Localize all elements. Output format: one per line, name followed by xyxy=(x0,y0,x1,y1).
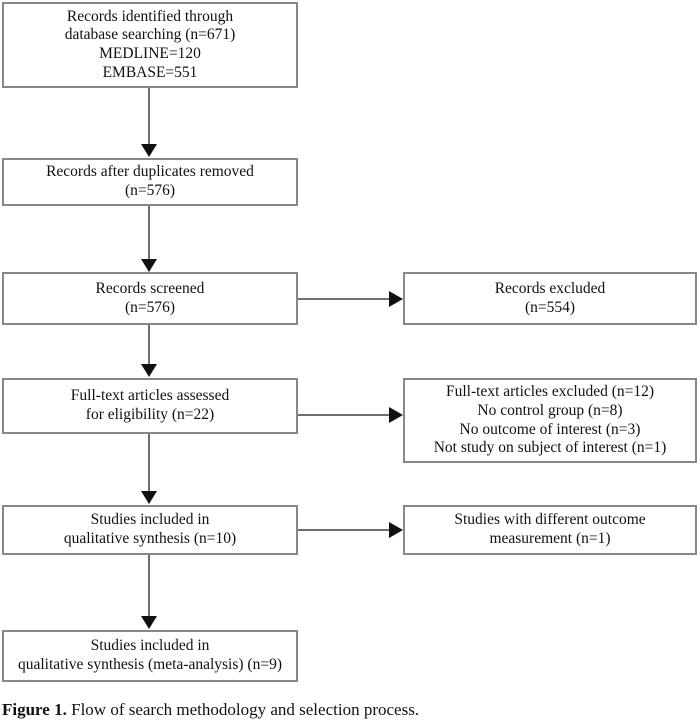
node-duplicates-line-1: Records after duplicates removed xyxy=(46,163,254,181)
connector-fulltext-to-qualitative xyxy=(148,434,150,492)
arrowhead-down-screened-to-fulltext xyxy=(141,364,157,377)
node-fulltext-articles-excluded: Full-text articles excluded (n=12) No co… xyxy=(403,378,697,463)
node-excluded-fulltext-line-1: Full-text articles excluded (n=12) xyxy=(445,383,655,401)
arrowhead-down-fulltext-to-qualitative xyxy=(141,491,157,504)
arrowhead-right-screened-to-excluded-records xyxy=(389,291,403,307)
node-fulltext-articles-assessed: Full-text articles assessed for eligibil… xyxy=(2,378,298,434)
node-metaanalysis-line-2: qualitative synthesis (meta-analysis) (n… xyxy=(18,656,282,673)
arrowhead-right-fulltext-to-excluded-fulltext xyxy=(389,407,403,423)
node-records-identified-line-1: Records identified through xyxy=(66,7,234,25)
connector-duplicates-to-screened xyxy=(148,206,150,260)
node-qualitative-line-1: Studies included in xyxy=(90,511,210,529)
node-excluded-fulltext-line-2: No control group (n=8) xyxy=(477,401,623,419)
connector-screened-to-excluded-records xyxy=(298,298,390,300)
node-excluded-fulltext-line-3: No outcome of interest (n=3) xyxy=(459,420,641,438)
node-metaanalysis-line-1: Studies included in xyxy=(90,637,210,655)
node-duplicates-line-2: (n=576) xyxy=(124,182,176,199)
arrowhead-down-identified-to-duplicates xyxy=(141,144,157,157)
node-studies-included-qualitative: Studies included in qualitative synthesi… xyxy=(2,505,298,555)
node-records-identified-line-2: database searching (n=671) xyxy=(64,26,236,44)
node-excluded-fulltext-line-4: Not study on subject of interest (n=1) xyxy=(433,439,667,457)
node-studies-included-meta-analysis: Studies included in qualitative synthesi… xyxy=(2,630,298,682)
connector-qualitative-to-metaanalysis xyxy=(148,555,150,617)
connector-qualitative-to-diff-outcome xyxy=(298,529,390,531)
node-screened-line-2: (n=576) xyxy=(124,298,176,316)
node-fulltext-line-2: for eligibility (n=22) xyxy=(85,406,215,423)
connector-screened-to-fulltext xyxy=(148,325,150,365)
arrowhead-down-duplicates-to-screened xyxy=(141,259,157,272)
connector-fulltext-to-excluded-fulltext xyxy=(298,414,390,416)
figure-caption-text: Flow of search methodology and selection… xyxy=(66,700,420,719)
node-studies-different-outcome-measurement: Studies with different outcome measureme… xyxy=(403,505,697,555)
node-records-excluded: Records excluded (n=554) xyxy=(403,272,697,325)
node-records-identified-line-4: EMBASE=551 xyxy=(102,63,198,81)
node-excluded-records-line-2: (n=554) xyxy=(524,298,576,316)
node-records-identified-line-3: MEDLINE=120 xyxy=(99,45,201,62)
node-diff-outcome-line-1: Studies with different outcome xyxy=(454,511,646,529)
node-excluded-records-line-1: Records excluded xyxy=(494,279,606,297)
node-screened-line-1: Records screened xyxy=(95,279,205,297)
connector-identified-to-duplicates xyxy=(148,88,150,145)
node-records-screened: Records screened (n=576) xyxy=(2,272,298,325)
node-records-after-duplicates-removed: Records after duplicates removed (n=576) xyxy=(2,158,298,206)
node-diff-outcome-line-2: measurement (n=1) xyxy=(489,530,611,547)
figure-number-label: Figure 1. xyxy=(2,700,67,719)
figure-caption: Figure 1. Flow of search methodology and… xyxy=(2,700,698,720)
arrowhead-down-qualitative-to-metaanalysis xyxy=(141,616,157,629)
node-records-identified: Records identified through database sear… xyxy=(2,2,298,88)
prisma-flow-diagram: Records identified through database sear… xyxy=(2,2,697,682)
node-qualitative-line-2: qualitative synthesis (n=10) xyxy=(63,530,237,547)
node-fulltext-line-1: Full-text articles assessed xyxy=(70,387,230,405)
arrowhead-right-qualitative-to-diff-outcome xyxy=(389,522,403,538)
